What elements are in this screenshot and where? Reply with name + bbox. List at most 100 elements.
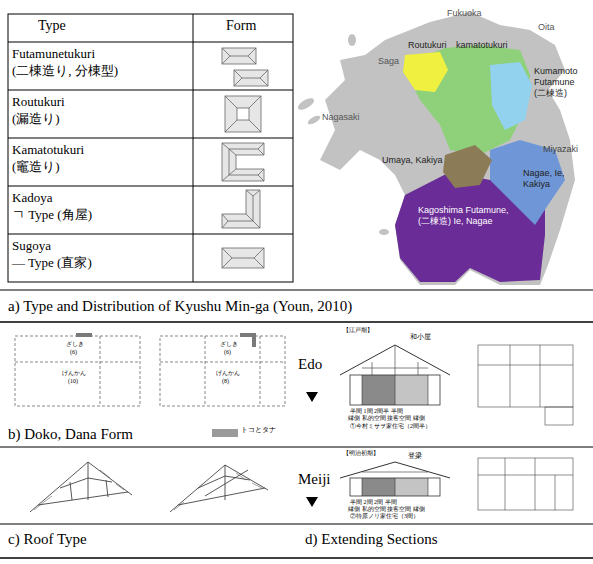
table-header: Form: [226, 18, 256, 35]
table-cell: ㄱ Type (角屋): [12, 207, 92, 223]
plan-wall: [160, 362, 285, 363]
down-triangle: [306, 497, 318, 507]
house-name: ②待原ノリ家住宅（3間）: [350, 513, 419, 520]
roof-plan: [222, 48, 256, 64]
prefecture-name: Oita: [538, 22, 555, 33]
plan-wall: [100, 336, 101, 406]
table-cell: Futamunetukuri: [12, 46, 95, 62]
region-label: kamatotukuri: [456, 40, 508, 51]
tana-mark: [252, 333, 256, 347]
prefecture-name: Saga: [378, 56, 399, 67]
umaya-region: [443, 145, 492, 188]
rule: [0, 557, 593, 559]
roof-name: 和小屋: [410, 333, 431, 341]
room-label: (10): [68, 378, 78, 385]
roof-beam: [362, 472, 428, 473]
courtyard: [237, 108, 249, 120]
edo-plan: [478, 345, 573, 425]
table-divider: [8, 138, 293, 139]
kumamoto-futamune-region: [490, 62, 532, 130]
roof-hip: [222, 48, 256, 64]
extending-sections: [306, 345, 573, 510]
island: [306, 114, 321, 126]
room-label: ざしき: [220, 341, 238, 348]
roof-hip: [222, 248, 264, 268]
region-label: Umaya, Kakiya: [382, 155, 443, 166]
plan-wall: [478, 458, 573, 510]
room-label: (6): [70, 349, 77, 356]
table-divider: [8, 90, 293, 91]
down-triangle: [306, 392, 318, 402]
rule: [0, 524, 593, 525]
toko-mark: [76, 333, 92, 337]
table-cell: Kamatotukuri: [12, 142, 84, 158]
region-label: Nagae, Ie, Kakiya: [523, 168, 573, 190]
table-cell: — Type (直家): [12, 255, 92, 271]
roof-plan: [222, 248, 264, 268]
section-wall: [350, 478, 440, 496]
island: [296, 96, 316, 112]
table-divider: [8, 42, 293, 43]
island: [379, 229, 389, 235]
table-border: [8, 14, 293, 282]
land: [320, 12, 575, 285]
table-cell: (竈造り): [12, 159, 60, 175]
roof-hip: [222, 190, 260, 228]
roof-hip: [225, 96, 261, 132]
room-label: げんかん: [216, 370, 240, 377]
roof-sketches: [30, 462, 268, 512]
prefecture-name: Nagasaki: [322, 112, 360, 123]
table-divider: [193, 14, 194, 282]
kyushu-map: [296, 12, 575, 285]
table-cell: Sugoya: [12, 238, 51, 254]
prefecture-name: Fukuoka: [447, 8, 482, 19]
period-label: Meiji: [298, 470, 331, 488]
sub-caption: c) Roof Type: [8, 530, 87, 548]
plan-outline: [160, 336, 285, 406]
house-name: ①今村ミサヲ家住宅（2間半）: [350, 423, 431, 430]
roof-hip: [234, 70, 268, 86]
section-wall: [350, 375, 440, 405]
legend-text: トコとタナ: [241, 426, 276, 434]
plan-wall: [205, 336, 206, 406]
hatching: [34, 470, 124, 510]
period-tag: 【江戸期】: [343, 327, 373, 334]
guest-space: [395, 478, 428, 496]
sub-caption: d) Extending Sections: [305, 530, 437, 548]
plan-wall: [15, 362, 140, 363]
private-space: [362, 375, 395, 405]
plan-wing: [545, 407, 573, 425]
roof-plan: [222, 143, 264, 181]
plan-wall: [478, 345, 573, 407]
truss: [178, 465, 265, 505]
table-header: Type: [38, 18, 66, 35]
room-label: げんかん: [62, 370, 86, 377]
roof-name: 登梁: [408, 452, 422, 460]
roof-plan: [222, 190, 260, 228]
column: [362, 375, 428, 405]
roof-truss: [362, 345, 428, 375]
routukuri-region: [403, 52, 448, 92]
private-space: [362, 478, 395, 496]
region-label: Routukuri: [408, 40, 447, 51]
region-label: Kagoshima Futamune,(二棟造) Ie, Nagae: [418, 205, 516, 227]
rule: [0, 321, 593, 323]
roof-line: [340, 345, 450, 375]
sub-caption: a) Type and Distribution of Kyushu Min-g…: [8, 297, 352, 315]
hatching: [174, 473, 262, 510]
prefecture-name: Miyazaki: [543, 144, 578, 155]
guest-space: [395, 375, 428, 405]
table-divider: [8, 234, 293, 235]
island: [348, 34, 356, 46]
period-label: Edo: [298, 355, 322, 373]
floor-plans: [15, 336, 285, 406]
rule: [0, 447, 593, 448]
roof-plan: [225, 96, 261, 132]
roof-plan: [234, 70, 268, 86]
table-cell: (二棟造り, 分棟型): [12, 63, 118, 79]
region-label: Kumamoto Futamune (二棟造): [534, 66, 582, 98]
table-divider: [8, 186, 293, 187]
roof-line: [340, 462, 450, 478]
